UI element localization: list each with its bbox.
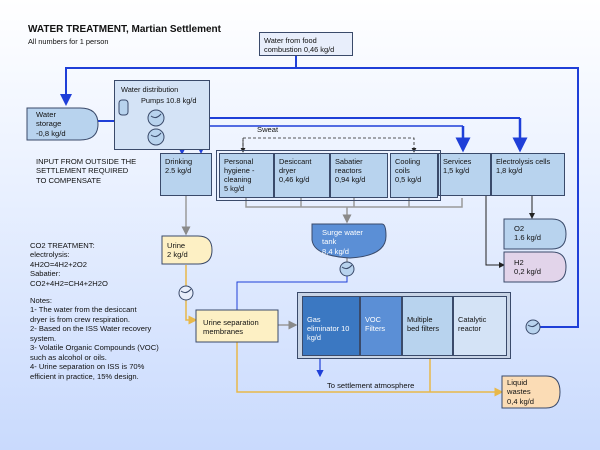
recycle-loop-line [60, 67, 579, 328]
h2-label: H2 0,2 kg/d [514, 258, 542, 277]
gas-eliminator-box: Gas eliminator 10 kg/d [302, 296, 360, 356]
desiccant-dryer-box: Desiccant dryer 0,46 kg/d [274, 153, 330, 198]
o2-label: O2 1.6 kg/d [514, 224, 542, 243]
drinking-box: Drinking 2.5 kg/d [160, 153, 212, 196]
co2-treatment-note: CO2 TREATMENT: electrolysis: 4H2O=4H2+2O… [30, 241, 108, 288]
urine-separation-label: Urine separation membranes [203, 318, 259, 337]
pumps-label: Pumps 10.8 kg/d [141, 96, 197, 105]
food-water-node: Water from food combustion 0,46 kg/d [259, 32, 353, 56]
multiple-bed-box: Multiple bed filters [402, 296, 453, 356]
water-distribution-group: Water distribution Pumps 10.8 kg/d [114, 80, 210, 150]
liquid-wastes-label: Liquid wastes 0,4 kg/d [507, 378, 535, 406]
process-row-outline [216, 150, 441, 201]
services-box: Services 1,5 kg/d [438, 153, 491, 196]
voc-filters-box: VOC Filters [360, 296, 402, 356]
surge-tank-label: Surge water tank 8,4 kg/d [322, 228, 363, 256]
sabatier-box: Sabatier reactors 0,94 kg/d [330, 153, 388, 198]
urine-label: Urine 2 kg/d [167, 241, 188, 260]
page-title: WATER TREATMENT, Martian Settlement [28, 24, 221, 35]
page-subtitle: All numbers for 1 person [28, 37, 109, 46]
notes-block: Notes: 1- The water from the desiccant d… [30, 296, 159, 381]
catalytic-reactor-box: Catalytic reactor [453, 296, 507, 356]
input-outside-note: INPUT FROM OUTSIDE THE SETTLEMENT REQUIR… [36, 157, 137, 185]
to-atmosphere-label: To settlement atmosphere [327, 381, 415, 390]
sweat-label: Sweat [257, 125, 279, 134]
cooling-box: Cooling coils 0,5 kg/d [390, 153, 438, 198]
water-distribution-label: Water distribution [121, 85, 179, 94]
electrolysis-box: Electrolysis cells 1,8 kg/d [491, 153, 565, 196]
personal-hygiene-box: Personal hygiene - cleaning 5 kg/d [219, 153, 274, 198]
water-storage-label: Water storage -0,8 kg/d [36, 110, 66, 138]
